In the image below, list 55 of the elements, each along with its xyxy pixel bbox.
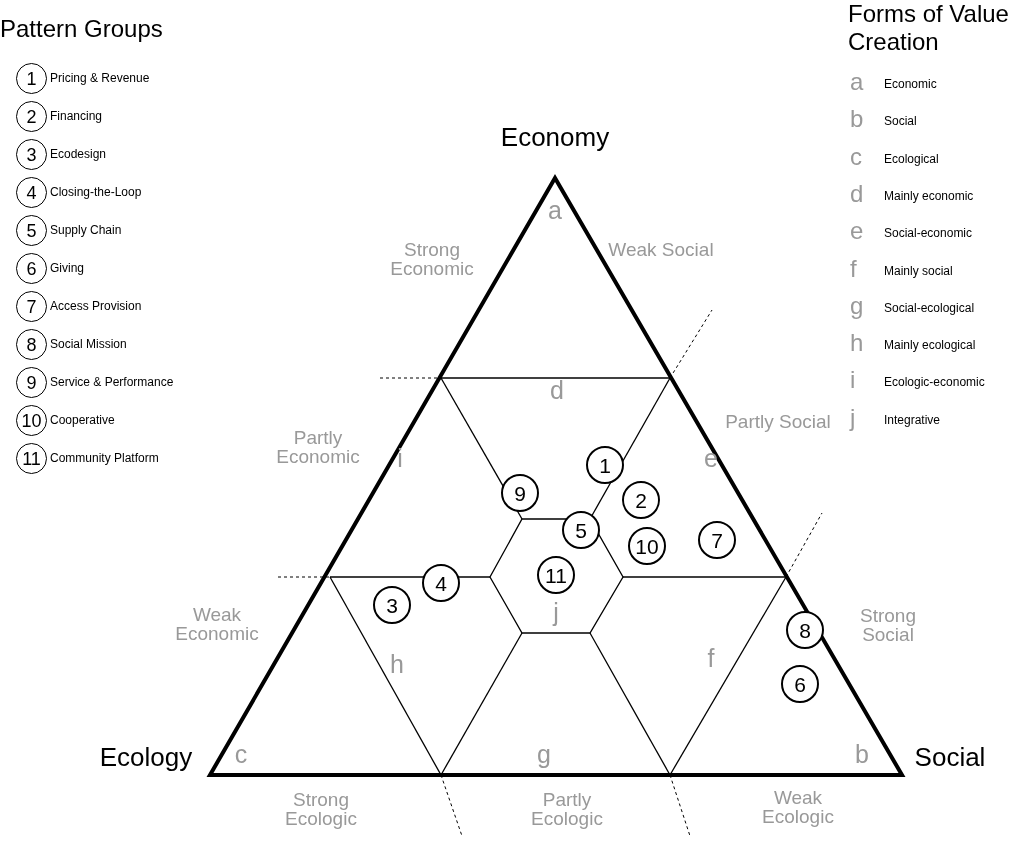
region-letter: j bbox=[553, 600, 559, 625]
letter-key: j bbox=[850, 405, 856, 430]
letter-key: g bbox=[850, 293, 864, 318]
form-name: Mainly social bbox=[884, 264, 953, 277]
pattern-name: Community Platform bbox=[50, 452, 159, 464]
form-name: Social-ecological bbox=[884, 301, 975, 314]
pattern-name: Access Provision bbox=[50, 300, 142, 312]
pattern-name: Pricing & Revenue bbox=[50, 72, 150, 84]
letter-key: d bbox=[850, 181, 864, 206]
region-letter: g bbox=[537, 742, 551, 767]
form-name: Ecological bbox=[884, 152, 939, 165]
form-name: Social-economic bbox=[884, 227, 973, 240]
form-name: Mainly economic bbox=[884, 189, 974, 202]
form-name: Social bbox=[884, 115, 917, 128]
region-letter: a bbox=[548, 198, 562, 223]
zone-label: Strong Ecologic bbox=[284, 790, 358, 828]
zone-label: Weak Ecologic bbox=[761, 788, 835, 826]
zone-label: Partly Social bbox=[724, 412, 832, 431]
region-letter: b bbox=[855, 742, 869, 767]
region-letter: e bbox=[704, 446, 718, 471]
pattern-name: Social Mission bbox=[50, 338, 127, 350]
pattern-name: Supply Chain bbox=[50, 224, 122, 236]
pattern-name: Ecodesign bbox=[50, 148, 107, 160]
heading: Pattern Groups bbox=[0, 14, 163, 44]
letter-key: i bbox=[850, 368, 856, 393]
pattern-name: Cooperative bbox=[50, 414, 115, 426]
zone-label: Partly Ecologic bbox=[530, 790, 604, 828]
zone-label: Strong Economic bbox=[389, 240, 475, 278]
pattern-name: Service & Performance bbox=[50, 376, 174, 388]
letter-key: b bbox=[850, 107, 864, 132]
pattern-name: Giving bbox=[50, 262, 84, 274]
form-name: Ecologic-economic bbox=[884, 376, 985, 389]
region-letter: c bbox=[234, 742, 248, 767]
zone-label: Weak Economic bbox=[174, 605, 260, 643]
region-letter: d bbox=[550, 378, 564, 403]
zone-label: Weak Social bbox=[607, 240, 715, 259]
region-letter: i bbox=[397, 446, 403, 471]
letter-key: a bbox=[850, 70, 864, 94]
letter-key: h bbox=[850, 331, 864, 356]
corner-label: Ecology bbox=[99, 744, 193, 770]
region-letter: f bbox=[707, 646, 715, 671]
letter-key: c bbox=[850, 144, 862, 169]
zone-label: Partly Economic bbox=[275, 428, 361, 466]
corner-label: Economy bbox=[500, 124, 610, 150]
corner-label: Social bbox=[914, 744, 986, 770]
form-name: Integrative bbox=[884, 413, 941, 426]
letter-key: f bbox=[850, 256, 857, 281]
zone-label: Strong Social bbox=[859, 606, 917, 644]
letter-key: e bbox=[850, 219, 864, 244]
region-letter: h bbox=[390, 652, 404, 677]
form-name: Economic bbox=[884, 78, 937, 90]
heading: Forms of Value Creation bbox=[848, 0, 1010, 56]
pattern-name: Closing-the-Loop bbox=[50, 186, 142, 198]
form-name: Mainly ecological bbox=[884, 339, 976, 352]
pattern-name: Financing bbox=[50, 110, 103, 122]
